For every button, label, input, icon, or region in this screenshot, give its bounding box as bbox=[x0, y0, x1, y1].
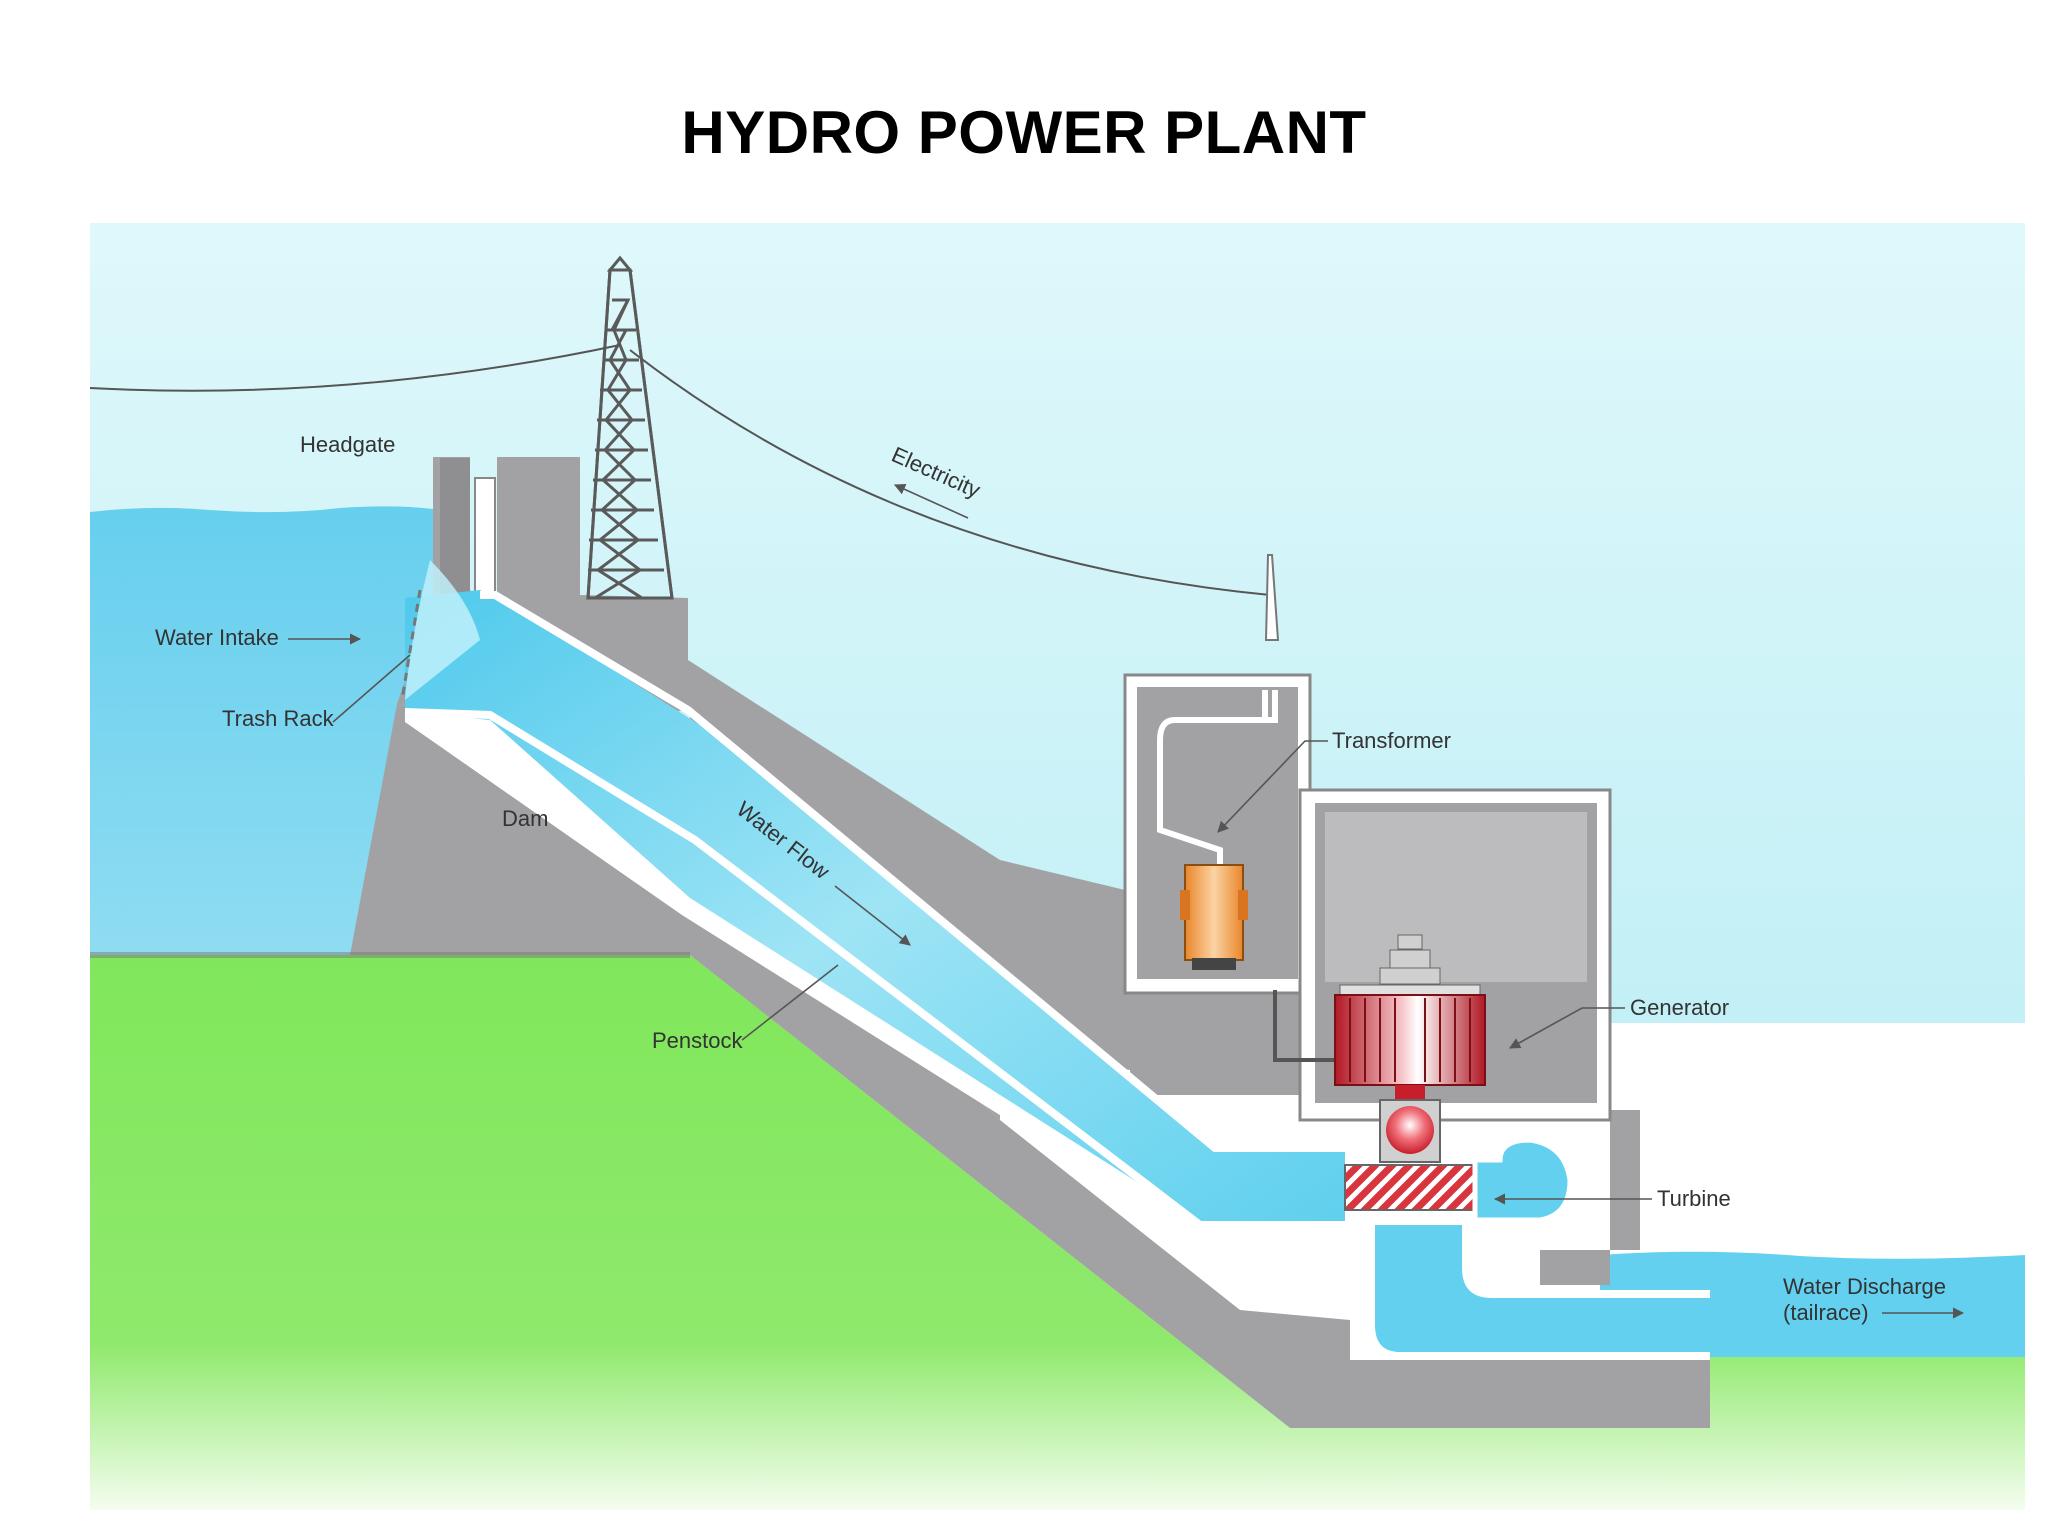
generator-cable bbox=[1273, 990, 1340, 1062]
scroll-case bbox=[1472, 1137, 1573, 1223]
transformer bbox=[1180, 864, 1248, 970]
penstock-bottom-wall bbox=[404, 708, 1345, 1229]
reservoir-water bbox=[90, 506, 440, 955]
tailrace-label: (tailrace) bbox=[1783, 1300, 1869, 1325]
dam-label: Dam bbox=[502, 806, 548, 831]
transformer-wiring bbox=[1157, 690, 1278, 870]
water-discharge-label: Water Discharge bbox=[1783, 1274, 1946, 1299]
generator-house-window bbox=[1325, 812, 1587, 982]
penstock-top-wall bbox=[480, 591, 1345, 1152]
turbine bbox=[1344, 1099, 1476, 1211]
trash-rack-pointer bbox=[332, 654, 411, 723]
electricity-arrow bbox=[893, 484, 969, 519]
water-flow-arrow bbox=[834, 885, 911, 946]
generator bbox=[1334, 934, 1486, 1103]
reservoir-bed bbox=[90, 952, 690, 958]
power-line-right bbox=[629, 349, 1271, 596]
water-intake-label: Water Intake bbox=[155, 625, 279, 650]
powerhouse-base bbox=[690, 832, 1710, 1428]
penstock-pointer bbox=[741, 964, 839, 1041]
headgate-structure bbox=[440, 458, 470, 598]
generator-pointer bbox=[1509, 1007, 1625, 1049]
water-intake-spray bbox=[405, 560, 480, 700]
transformer-pointer bbox=[1217, 740, 1328, 833]
ground bbox=[90, 955, 2025, 1510]
transformer-label: Transformer bbox=[1332, 728, 1451, 753]
tailrace-channel-water bbox=[1375, 1225, 1710, 1352]
generator-label: Generator bbox=[1630, 995, 1729, 1020]
headgate bbox=[474, 477, 496, 599]
dam bbox=[350, 704, 690, 955]
turbine-label: Turbine bbox=[1657, 1186, 1731, 1211]
power-line-left bbox=[89, 344, 621, 392]
transmission-tower bbox=[586, 255, 674, 600]
headgate-label: Headgate bbox=[300, 432, 395, 457]
page-title: HYDRO POWER PLANT bbox=[681, 99, 1367, 166]
trash-rack-label: Trash Rack bbox=[222, 706, 335, 731]
penstock-label: Penstock bbox=[652, 1028, 743, 1053]
transformer-mast bbox=[1264, 554, 1280, 641]
trash-rack bbox=[400, 589, 422, 701]
dam-upper bbox=[397, 457, 1640, 1285]
